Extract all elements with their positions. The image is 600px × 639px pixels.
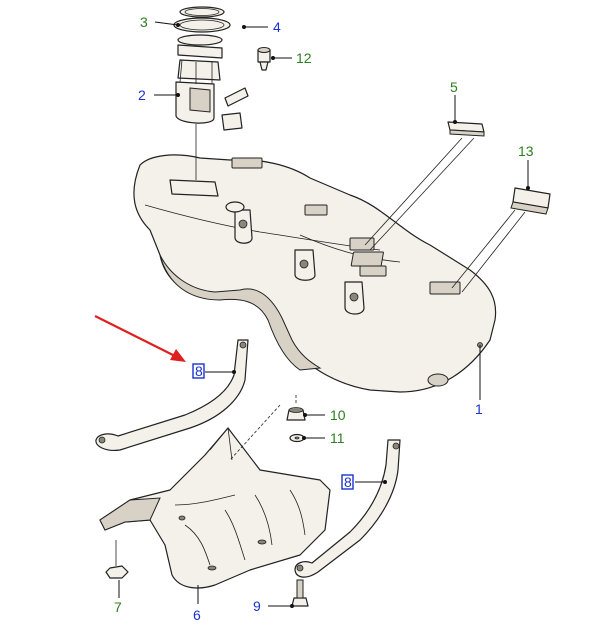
nut-7 bbox=[105, 540, 129, 579]
heat-shield bbox=[99, 427, 331, 589]
callouts: 3 4 2 12 5 13 1 8 8 10 11 7 6 9 bbox=[114, 14, 534, 623]
washer-11 bbox=[289, 433, 305, 443]
callout-2: 2 bbox=[138, 87, 146, 103]
bolt-9 bbox=[291, 579, 309, 607]
callout-1: 1 bbox=[475, 401, 483, 417]
callout-3: 3 bbox=[140, 14, 148, 30]
fuel-tank bbox=[133, 154, 497, 393]
tank-strap-left bbox=[95, 339, 249, 451]
leader-lines bbox=[118, 21, 530, 608]
callout-6: 6 bbox=[193, 607, 201, 623]
callout-10: 10 bbox=[330, 407, 346, 423]
callout-8-box-left bbox=[192, 363, 205, 379]
callout-5: 5 bbox=[450, 79, 458, 95]
callout-7: 7 bbox=[114, 599, 122, 615]
insulator-pad-5 bbox=[447, 121, 485, 137]
isolator-10 bbox=[286, 407, 306, 421]
callout-4: 4 bbox=[273, 19, 281, 35]
highlight-arrow bbox=[94, 315, 186, 362]
callout-9: 9 bbox=[253, 598, 261, 614]
callout-8-box-right bbox=[341, 474, 354, 490]
insulator-pad-13 bbox=[510, 187, 551, 215]
callout-13: 13 bbox=[518, 143, 534, 159]
fuel-pump-module bbox=[175, 44, 249, 180]
callout-11: 11 bbox=[330, 430, 345, 446]
callout-8-left: 8 bbox=[195, 363, 203, 379]
pump-seal-rings bbox=[173, 6, 231, 46]
callout-8-right: 8 bbox=[344, 474, 352, 490]
tank-strap-right bbox=[294, 439, 401, 578]
callout-12: 12 bbox=[296, 50, 312, 66]
vent-valve bbox=[257, 47, 271, 71]
